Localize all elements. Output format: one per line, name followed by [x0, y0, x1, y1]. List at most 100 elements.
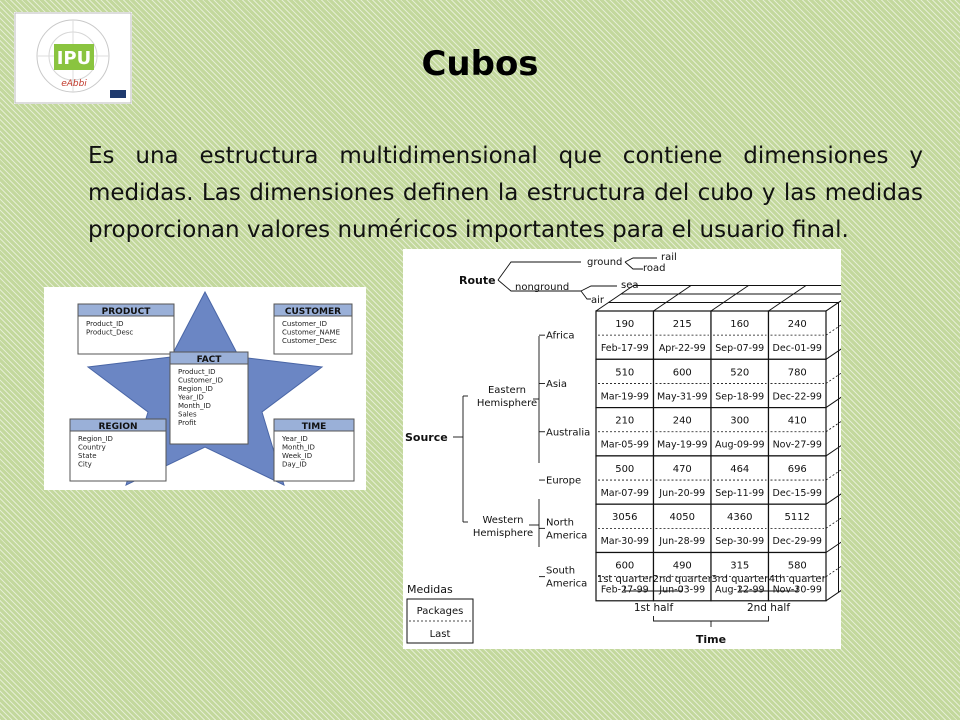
cell-last-date: May-19-99 — [657, 440, 708, 451]
table-box — [169, 351, 249, 445]
source-region: Africa — [546, 331, 575, 342]
source-western: Western — [482, 515, 523, 526]
cell-packages: 600 — [615, 561, 634, 572]
cell-packages: 464 — [730, 464, 749, 475]
source-region: Europe — [546, 476, 581, 487]
route-branch-line — [580, 290, 591, 300]
source-region: Australia — [546, 427, 590, 438]
table-field: Customer_NAME — [282, 329, 340, 337]
cell-packages: 240 — [673, 416, 692, 427]
cell-packages: 315 — [730, 561, 749, 572]
cell-packages: 580 — [788, 561, 807, 572]
time-quarter: 3rd quarter — [711, 574, 769, 585]
source-western: Hemisphere — [473, 528, 533, 539]
table-field: Customer_ID — [282, 320, 327, 328]
cell-last-date: Feb-17-99 — [601, 343, 649, 354]
slide-title: Cubos — [421, 44, 539, 84]
cube-side-line — [825, 348, 841, 360]
cell-packages: 190 — [615, 319, 634, 330]
legend-last: Last — [430, 629, 451, 640]
cell-packages: 300 — [730, 416, 749, 427]
cell-packages: 696 — [788, 464, 807, 475]
table-title: PRODUCT — [102, 307, 152, 317]
table-title: CUSTOMER — [285, 307, 341, 317]
table-customer: CUSTOMERCustomer_IDCustomer_NAMECustomer… — [273, 303, 353, 355]
table-field: Year_ID — [281, 435, 308, 443]
time-quarter: 1st quarter — [597, 574, 654, 585]
logo-graphic: IPU eAbbi — [14, 12, 132, 104]
table-field: Year_ID — [177, 394, 204, 402]
table-field: Country — [78, 444, 106, 452]
cube-side-line — [825, 493, 841, 505]
cell-last-date: Apr-22-99 — [659, 343, 706, 354]
table-field: State — [78, 452, 97, 460]
cell-packages: 160 — [730, 319, 749, 330]
cell-last-date: Sep-07-99 — [715, 343, 764, 354]
time-half: 1st half — [634, 602, 674, 614]
legend-title: Medidas — [407, 583, 453, 596]
cell-last-date: May-31-99 — [657, 391, 708, 402]
cell-packages: 520 — [730, 367, 749, 378]
cell-packages: 600 — [673, 367, 692, 378]
table-field: Product_Desc — [86, 329, 133, 337]
cube-cell-box — [767, 551, 827, 602]
table-fact: FACTProduct_IDCustomer_IDRegion_IDYear_I… — [169, 351, 249, 445]
source-region: America — [546, 530, 587, 541]
cell-last-date: Sep-30-99 — [715, 536, 764, 547]
cell-packages: 510 — [615, 367, 634, 378]
source-region: Asia — [546, 379, 567, 390]
table-header-bar — [273, 303, 353, 317]
source-label: Source — [405, 431, 448, 444]
route-branch-line — [624, 257, 657, 263]
table-header-bar — [273, 418, 355, 432]
cell-packages: 410 — [788, 416, 807, 427]
olap-cube-svg: 190Feb-17-99215Apr-22-99160Sep-07-99240D… — [405, 252, 841, 646]
cell-packages: 780 — [788, 367, 807, 378]
table-title: REGION — [99, 422, 138, 432]
table-field: Month_ID — [178, 402, 211, 410]
cell-packages: 500 — [615, 464, 634, 475]
source-region: South — [546, 566, 575, 577]
route-ground: ground — [587, 257, 622, 268]
cell-last-date: Aug-09-99 — [715, 440, 765, 451]
source-eastern: Hemisphere — [477, 398, 537, 409]
cube-side-line — [825, 589, 841, 602]
cell-packages: 4360 — [727, 512, 752, 523]
time-tree-line — [653, 616, 769, 622]
cube-side-line — [825, 445, 841, 457]
cell-last-date: Mar-30-99 — [601, 536, 649, 547]
table-field: Customer_ID — [178, 377, 223, 385]
cell-last-date: Mar-07-99 — [601, 488, 649, 499]
cell-last-date: Sep-18-99 — [715, 391, 764, 402]
cell-last-date: Jun-03-99 — [658, 585, 705, 596]
cube-top-line — [595, 285, 634, 312]
route-air: air — [591, 295, 605, 306]
route-nonground: nonground — [515, 282, 569, 293]
table-title: FACT — [197, 355, 223, 365]
table-field: Region_ID — [178, 385, 213, 393]
cell-last-date: Mar-19-99 — [601, 391, 649, 402]
cell-packages: 490 — [673, 561, 692, 572]
route-branch-line — [624, 261, 643, 270]
table-field: Month_ID — [282, 444, 315, 452]
route-branch-line — [497, 261, 581, 281]
table-header-bar — [69, 418, 167, 432]
cell-packages: 3056 — [612, 512, 637, 523]
logo: IPU eAbbi — [14, 12, 132, 104]
star-schema-svg: PRODUCTProduct_IDProduct_DescCUSTOMERCus… — [69, 290, 355, 486]
cell-last-date: Dec-01-99 — [773, 343, 822, 354]
table-field: City — [78, 461, 92, 469]
cell-last-date: Dec-29-99 — [773, 536, 822, 547]
